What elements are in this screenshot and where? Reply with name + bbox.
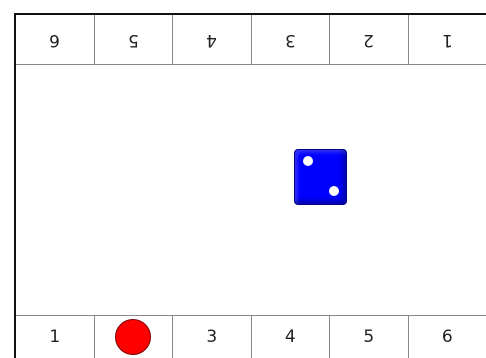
top-cell-5: 5 (95, 15, 174, 64)
top-cell-label: 6 (49, 30, 60, 50)
top-cell-3: 3 (252, 15, 331, 64)
die[interactable] (294, 149, 347, 205)
die-pip (303, 156, 313, 166)
die-pip (329, 186, 339, 196)
top-cell-label: 2 (363, 30, 374, 50)
bottom-cell-6: 6 (409, 316, 486, 358)
bottom-track: 1 3 4 5 6 (16, 315, 486, 358)
player-token[interactable] (115, 319, 151, 355)
top-cell-label: 3 (285, 30, 296, 50)
top-cell-1: 1 (409, 15, 486, 64)
bottom-cell-3: 3 (173, 316, 252, 358)
bottom-cell-label: 1 (49, 327, 60, 347)
bottom-cell-1: 1 (16, 316, 95, 358)
top-cell-4: 4 (173, 15, 252, 64)
top-cell-label: 5 (128, 30, 139, 50)
top-cell-6: 6 (16, 15, 95, 64)
bottom-cell-label: 5 (363, 327, 374, 347)
bottom-cell-label: 6 (442, 327, 453, 347)
top-cell-2: 2 (330, 15, 409, 64)
bottom-cell-label: 3 (206, 327, 217, 347)
bottom-cell-4: 4 (252, 316, 331, 358)
top-track: 6 5 4 3 2 1 (16, 15, 486, 65)
top-cell-label: 4 (206, 30, 217, 50)
bottom-cell-5: 5 (330, 316, 409, 358)
top-cell-label: 1 (442, 30, 453, 50)
bottom-cell-label: 4 (285, 327, 296, 347)
bottom-cell-2 (95, 316, 174, 358)
game-board: 6 5 4 3 2 1 1 3 4 5 6 (14, 13, 486, 358)
